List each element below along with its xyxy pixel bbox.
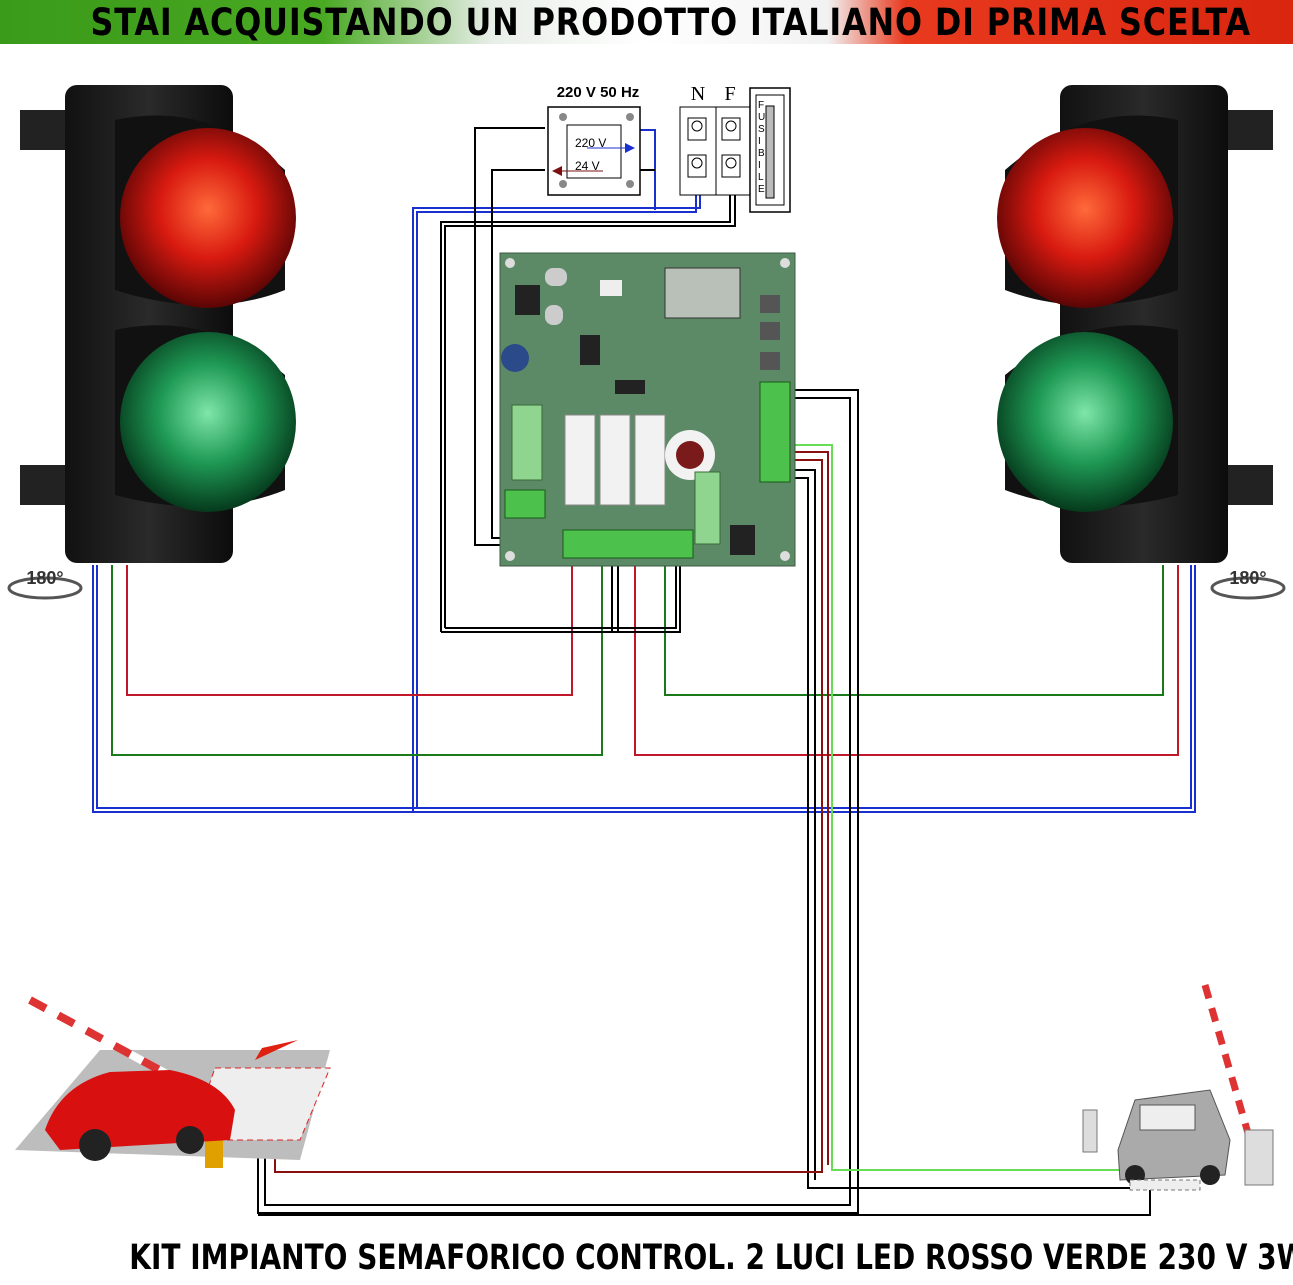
red-wire [790, 451, 829, 1165]
banner-text: STAI ACQUISTANDO UN PRODOTTO ITALIANO DI… [90, 1, 1252, 44]
svg-text:L: L [758, 172, 764, 183]
barrier-scene-left [15, 996, 331, 1168]
black-wire [264, 397, 851, 1206]
black-wire [258, 1180, 1151, 1216]
red-wire [634, 565, 1179, 756]
blue-wire [416, 195, 697, 808]
phase-label: F [724, 83, 735, 105]
black-wire [257, 389, 859, 1214]
transformer-title: 220 V 50 Hz [557, 84, 640, 101]
rotation-label: 180° [26, 568, 63, 588]
neutral-label: N [691, 83, 705, 105]
svg-text:I: I [758, 136, 761, 147]
rotation-label: 180° [1229, 568, 1266, 588]
rotation-icon-left: 180° [7, 568, 83, 600]
svg-text:I: I [758, 160, 761, 171]
black-wire [790, 477, 1141, 1189]
svg-text:F: F [758, 100, 764, 111]
red-lamp [120, 128, 296, 308]
svg-text:S: S [758, 124, 765, 135]
black-wire [440, 195, 731, 632]
green-lamp [997, 332, 1173, 512]
product-title: KIT IMPIANTO SEMAFORICO CONTROL. 2 LUCI … [129, 1238, 1293, 1278]
black-wire [611, 565, 619, 632]
black-wire [441, 565, 681, 633]
transformer: 220 V 50 Hz 220 V 24 V [547, 84, 641, 196]
svg-text:B: B [758, 148, 765, 159]
black-wire [790, 469, 816, 1180]
blue-wire [412, 195, 701, 812]
blue-wire [640, 129, 656, 210]
red-lamp [997, 128, 1173, 308]
svg-text:E: E [758, 184, 765, 195]
italian-flag-banner: STAI ACQUISTANDO UN PRODOTTO ITALIANO DI… [0, 0, 1293, 44]
green-lamp [120, 332, 296, 512]
fuse: F U S I B I L E [749, 87, 791, 213]
blue-wire [92, 565, 1196, 813]
green-wire [790, 444, 1140, 1171]
primary-voltage: 220 V [575, 136, 606, 150]
black-wire [445, 565, 677, 629]
svg-text:U: U [758, 112, 765, 123]
green-wire [664, 565, 1164, 696]
red-wire [274, 459, 823, 1173]
terminal-block: N F [679, 83, 753, 196]
red-wire [126, 565, 573, 696]
barrier-scene-right [1082, 984, 1274, 1191]
traffic-light-right [997, 85, 1273, 563]
blue-wire [96, 565, 1192, 809]
black-wire [444, 195, 736, 628]
secondary-voltage: 24 V [575, 159, 600, 173]
control-board [499, 252, 796, 567]
rotation-icon-right: 180° [1210, 568, 1286, 600]
wires [92, 127, 1196, 1216]
green-wire [111, 565, 603, 756]
traffic-light-left [20, 85, 296, 563]
